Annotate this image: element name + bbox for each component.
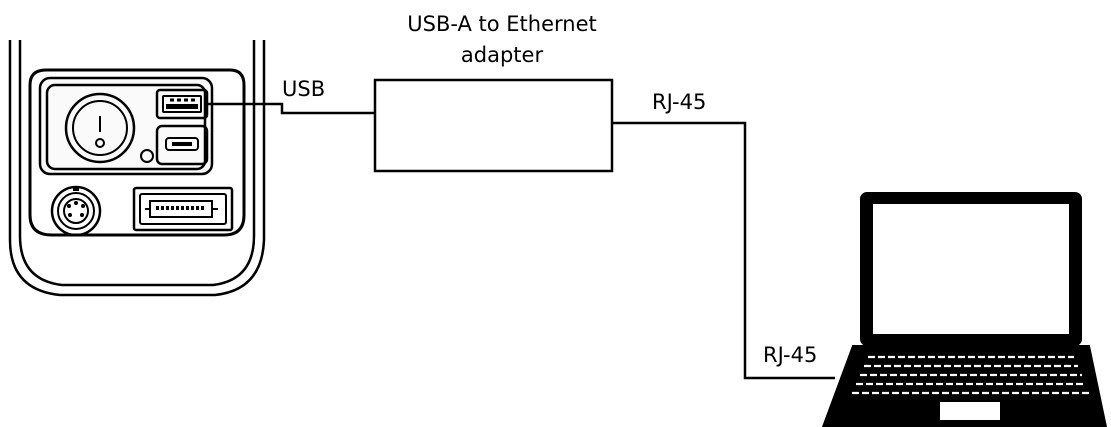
ethernet-cable [613,121,835,380]
cables [207,102,835,380]
adapter-title-line-1: USB-A to Ethernet [407,12,597,36]
usb-ethernet-adapter-box [373,78,614,173]
device-panel-icon [8,40,266,297]
power-switch-icon [64,92,136,164]
laptop-icon [821,192,1108,427]
usb-label: USB [282,77,326,101]
rectangular-connector-icon [132,186,234,232]
micro-usb-port-icon [155,124,209,166]
adapter-title-line-2: adapter [460,43,544,67]
rj45-adapter-label: RJ-45 [652,90,707,114]
usb-cable [207,102,374,115]
rj45-laptop-label: RJ-45 [763,343,818,367]
circular-connector-icon [50,185,102,237]
